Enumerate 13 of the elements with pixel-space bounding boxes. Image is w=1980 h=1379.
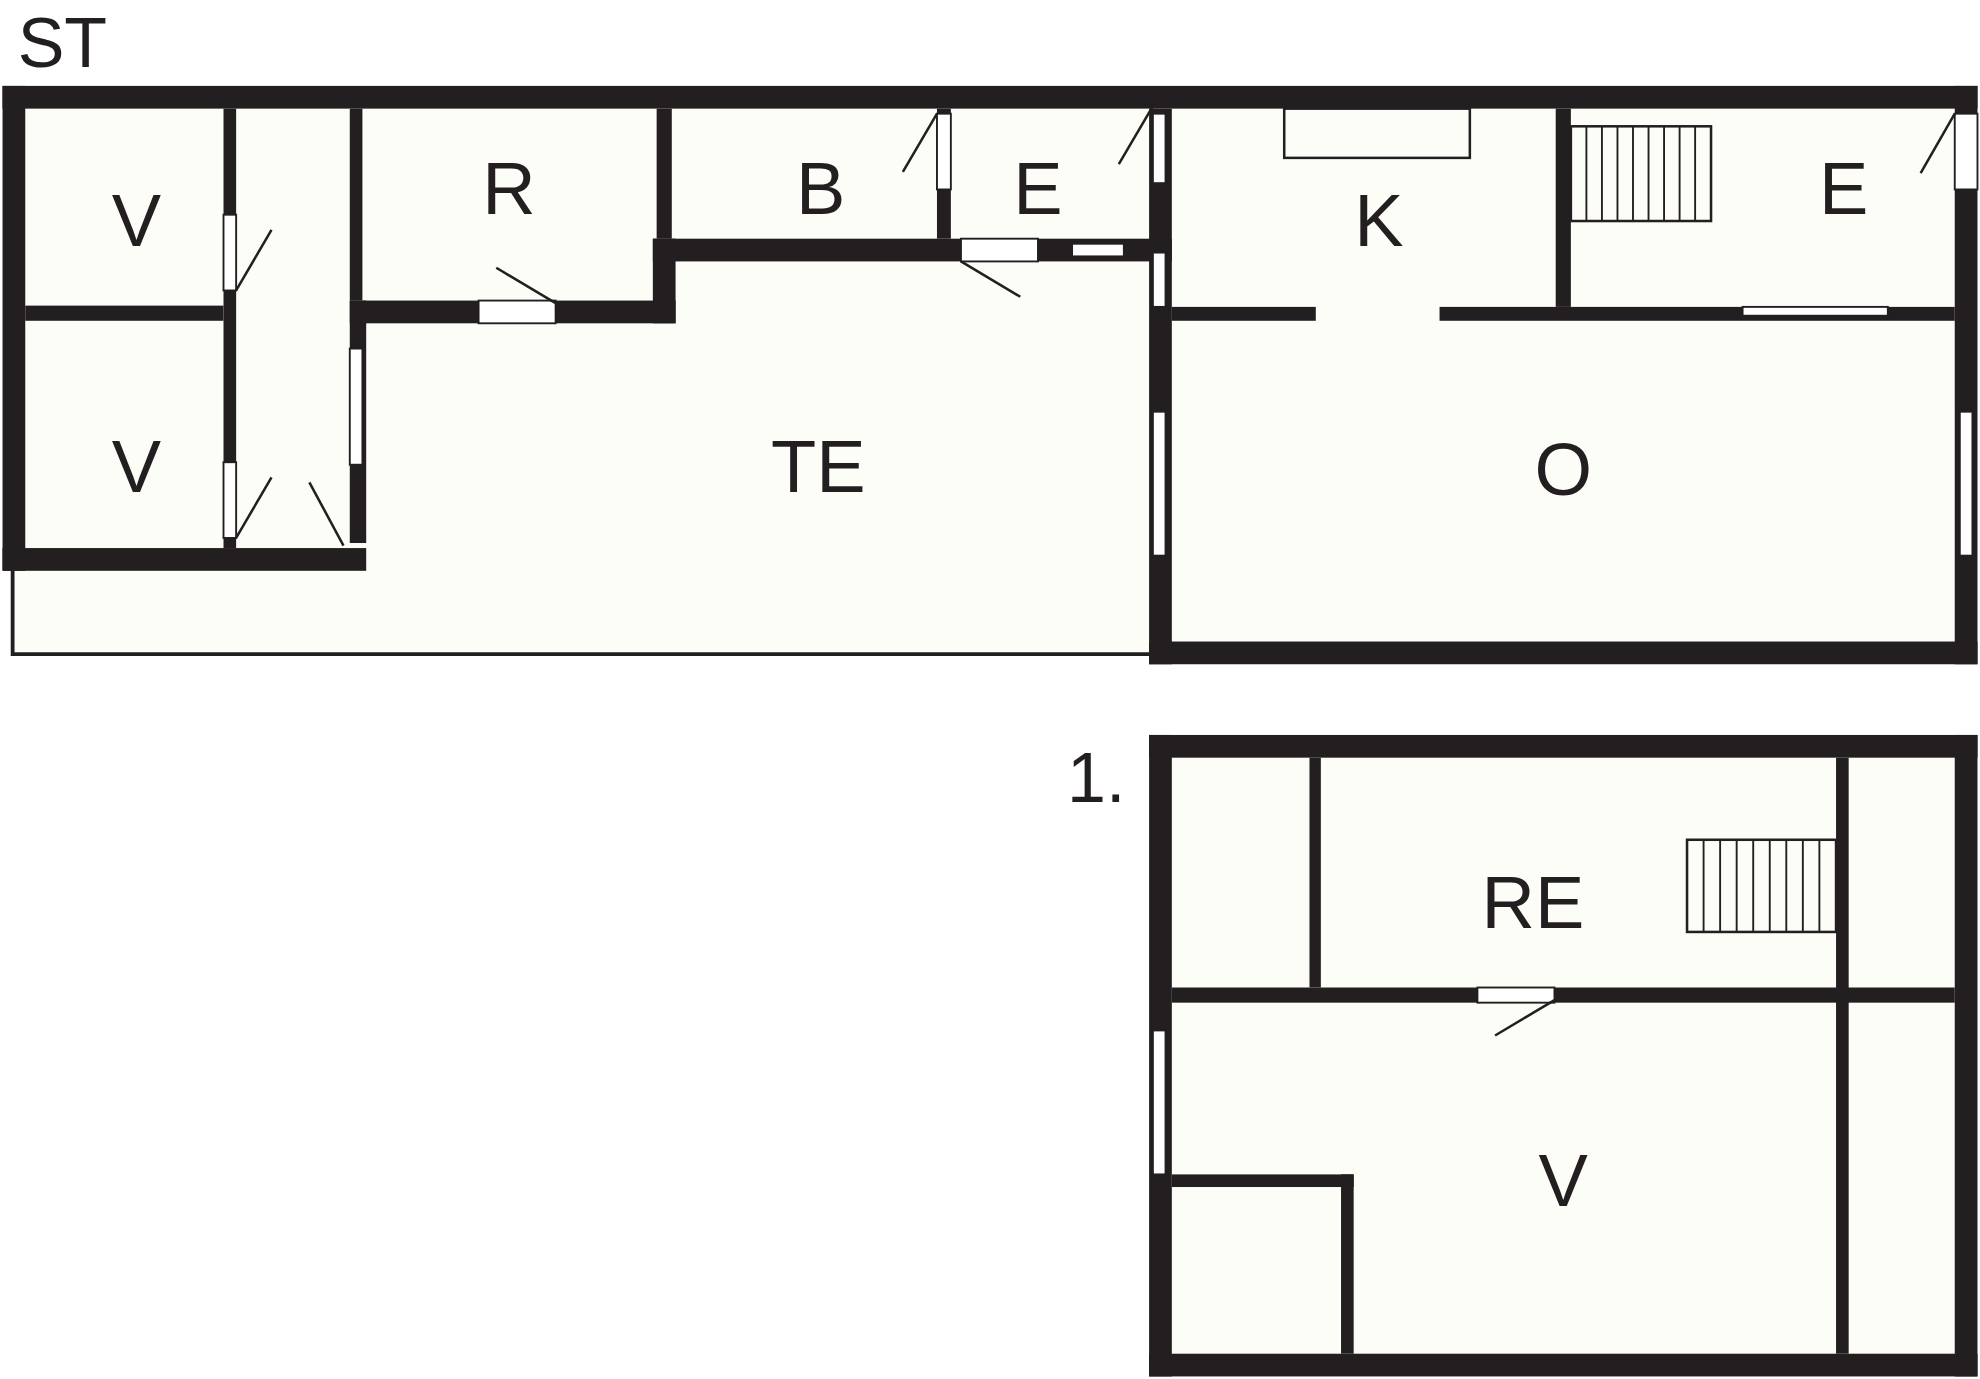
room-label: V	[111, 183, 162, 258]
room-label: E	[1818, 152, 1869, 227]
room-label: B	[796, 152, 846, 227]
room-label: RE	[1481, 865, 1585, 940]
floor-label: 1.	[1067, 742, 1126, 813]
room-label: V	[1538, 1143, 1588, 1218]
room-label: V	[111, 430, 162, 505]
room-label: R	[482, 152, 536, 227]
room-label: E	[1013, 152, 1063, 227]
room-label: O	[1534, 432, 1593, 507]
room-label: TE	[770, 430, 866, 505]
floor-label: ST	[17, 7, 108, 78]
room-label: K	[1354, 183, 1404, 258]
